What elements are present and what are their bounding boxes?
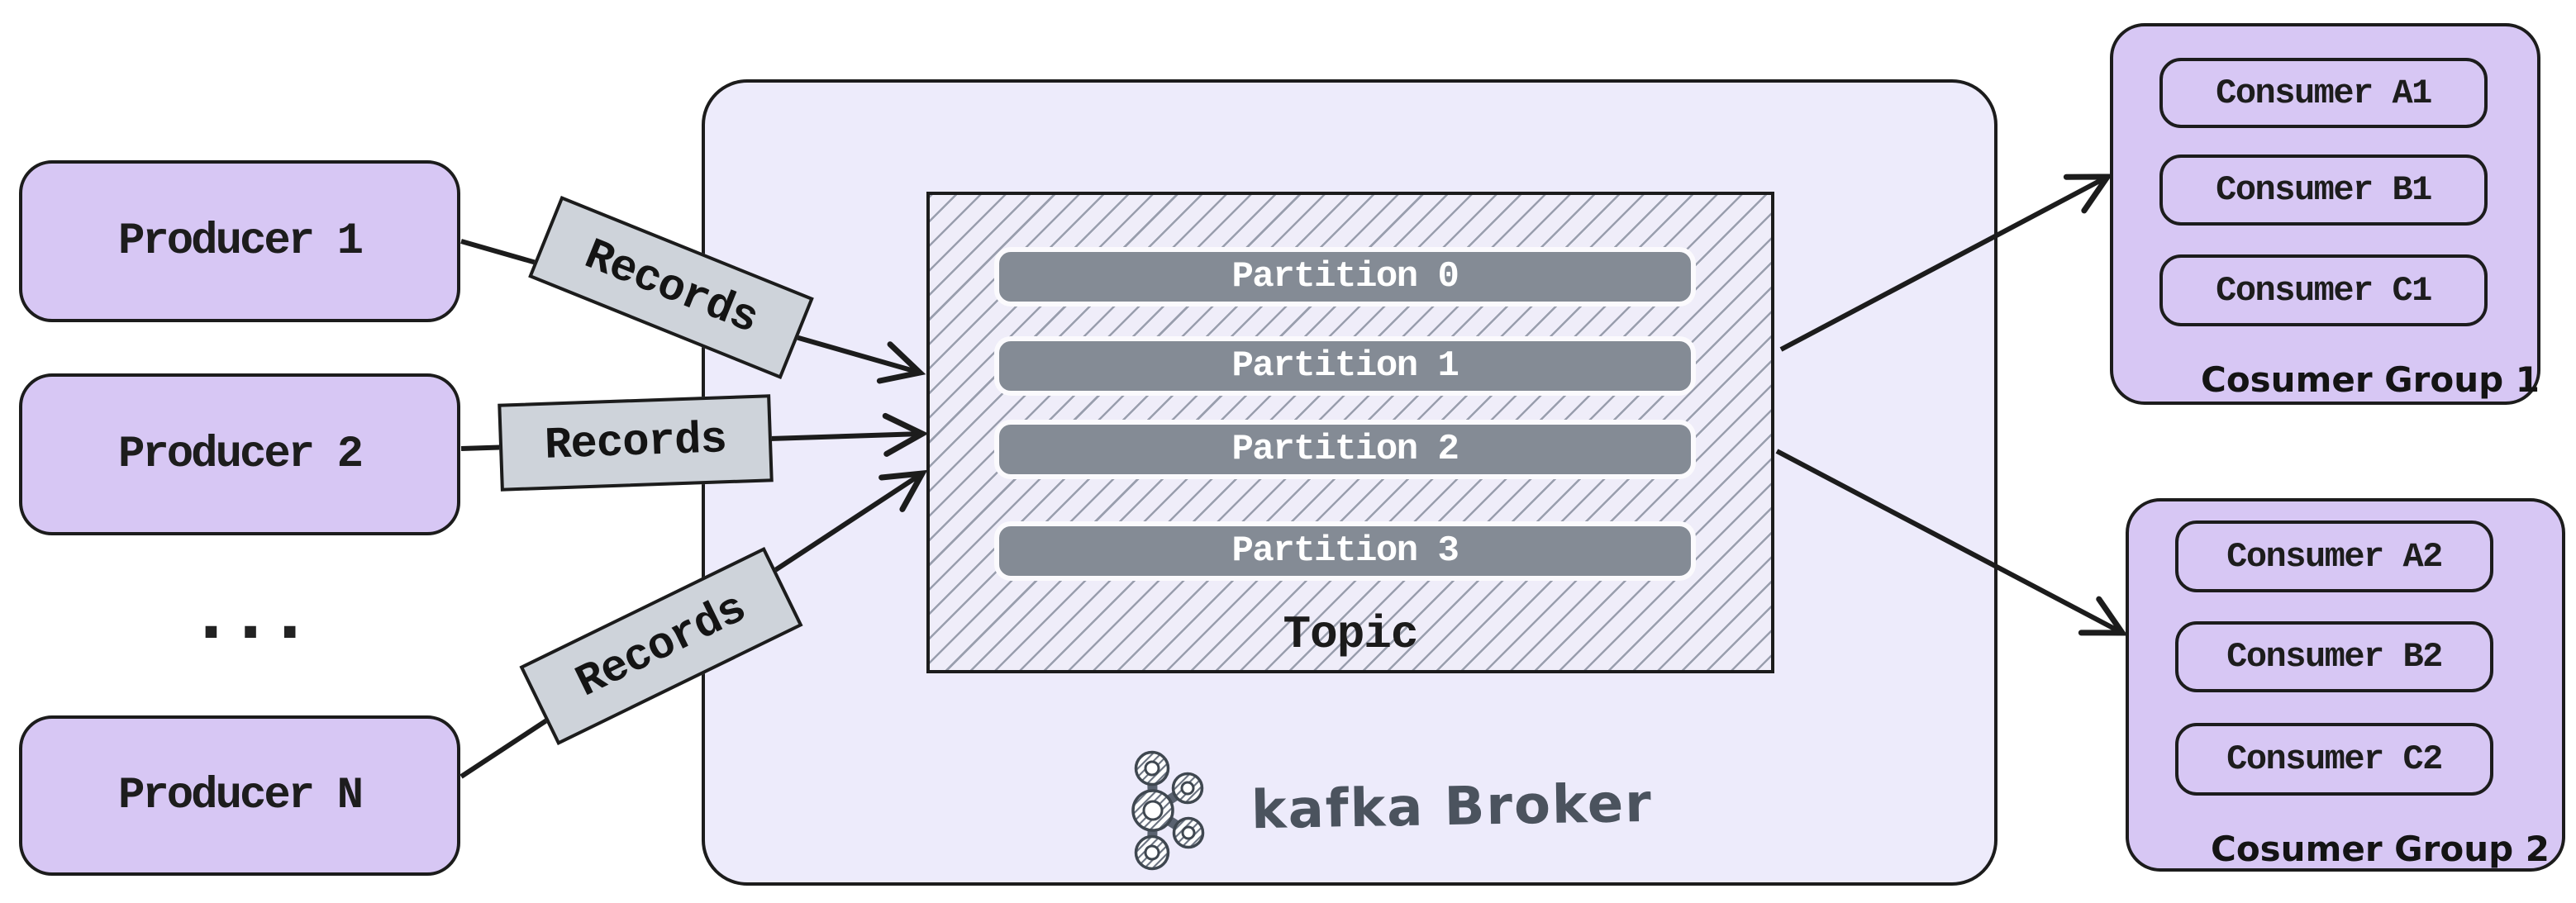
partition-0-bar: Partition 0 — [994, 247, 1696, 307]
producer-1-node: Producer 1 — [19, 160, 460, 322]
partition-2-label: Partition 2 — [1231, 429, 1459, 470]
partition-3-bar: Partition 3 — [994, 521, 1696, 581]
partition-0-label: Partition 0 — [1231, 256, 1459, 297]
consumer-b1-label: Consumer B1 — [2216, 170, 2432, 210]
arrow-topic-group1 — [1779, 173, 2113, 352]
consumer-b2-node: Consumer B2 — [2175, 621, 2493, 692]
producer-n-label: Producer N — [117, 770, 364, 821]
partition-1-bar: Partition 1 — [994, 336, 1696, 396]
consumer-c2-node: Consumer C2 — [2175, 723, 2493, 796]
arrow-topic-group2 — [1775, 449, 2128, 636]
producer-1-label: Producer 1 — [117, 216, 364, 267]
kafka-brand: kafka Broker — [1122, 742, 1653, 872]
producer-n-node: Producer N — [19, 715, 460, 876]
consumer-c1-node: Consumer C1 — [2159, 254, 2488, 326]
consumer-b2-label: Consumer B2 — [2226, 637, 2443, 677]
partition-1-label: Partition 1 — [1231, 345, 1459, 387]
consumer-c2-label: Consumer C2 — [2226, 739, 2443, 779]
consumer-c1-label: Consumer C1 — [2216, 270, 2432, 311]
records-tag-2: Records — [498, 394, 774, 492]
topic-label: Topic — [1283, 608, 1418, 661]
producer-2-label: Producer 2 — [117, 429, 364, 480]
consumer-a1-label: Consumer A1 — [2216, 73, 2432, 113]
consumer-a2-node: Consumer A2 — [2175, 520, 2493, 592]
consumer-a2-label: Consumer A2 — [2226, 536, 2443, 577]
records-tag-2-label: Records — [544, 414, 727, 472]
partition-2-bar: Partition 2 — [994, 420, 1696, 479]
producers-ellipsis: ... — [187, 571, 314, 662]
partition-3-label: Partition 3 — [1231, 530, 1459, 572]
consumer-a1-node: Consumer A1 — [2159, 58, 2488, 128]
consumer-b1-node: Consumer B1 — [2159, 154, 2488, 226]
producer-2-node: Producer 2 — [19, 373, 460, 535]
kafka-logo-icon — [1131, 750, 1205, 871]
